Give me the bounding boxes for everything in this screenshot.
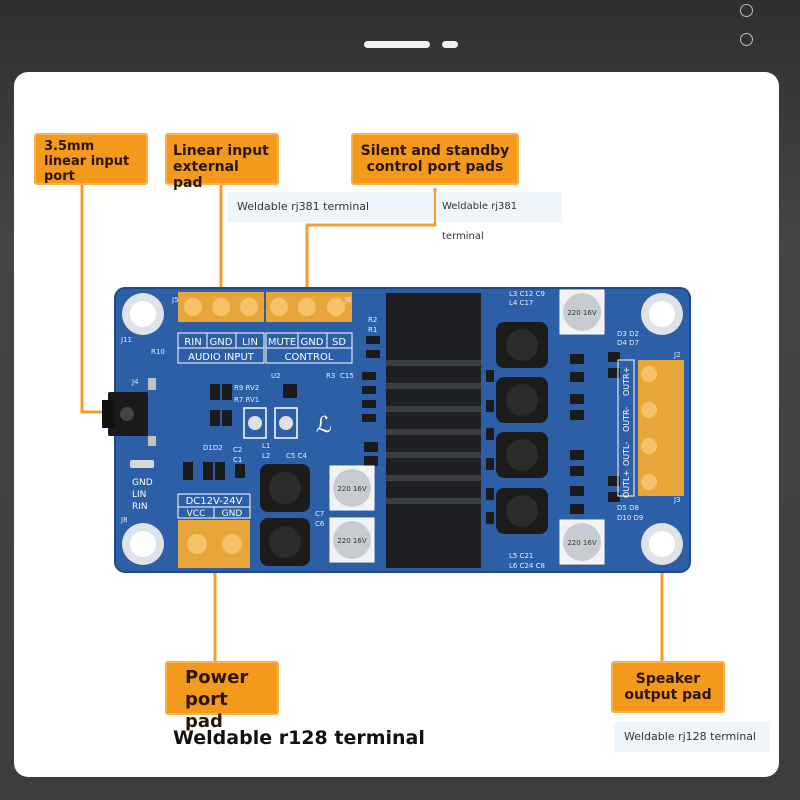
callout-control-pad: Silent and standby control port pads: [351, 133, 519, 185]
svg-text:D5 D8: D5 D8: [617, 504, 639, 512]
control-pads: [265, 292, 353, 364]
svg-text:L1: L1: [262, 442, 270, 450]
audio-input-title: AUDIO INPUT: [188, 352, 255, 363]
potentiometers: [243, 407, 298, 439]
power-pin-vcc: VCC: [187, 509, 206, 519]
svg-text:R1: R1: [368, 326, 377, 334]
window-handle-bar: [364, 41, 430, 48]
window-handle-dot: [442, 41, 458, 48]
svg-text:D10 D9: D10 D9: [617, 514, 643, 522]
indicator-dot-top: [740, 4, 753, 17]
pad-label-gnd-control: GND: [301, 337, 324, 348]
note-rj381-right: Weldable rj381 terminal: [436, 192, 562, 242]
svg-text:J3: J3: [673, 496, 681, 504]
pad-label-lin: LIN: [242, 337, 258, 348]
heatsink: [386, 293, 481, 568]
svg-text:R9 RV2: R9 RV2: [234, 384, 259, 392]
svg-text:C7: C7: [315, 510, 324, 518]
svg-text:GND: GND: [132, 478, 153, 488]
svg-text:J2: J2: [673, 351, 681, 359]
svg-text:D3 D2: D3 D2: [617, 330, 639, 338]
svg-text:C2: C2: [233, 446, 242, 454]
svg-text:R2: R2: [368, 316, 377, 324]
speaker-pin-outr-plus: OUTR+: [622, 367, 631, 396]
pad-label-sd: SD: [332, 337, 346, 348]
audio-input-pads: [177, 292, 265, 364]
pad-label-mute: MUTE: [268, 337, 296, 348]
svg-text:J6: J6: [344, 296, 352, 304]
callout-power-pad: Power port pad: [165, 661, 279, 732]
svg-text:220 16V: 220 16V: [337, 485, 366, 493]
svg-text:L3 C12 C9: L3 C12 C9: [509, 290, 545, 298]
svg-text:C15: C15: [340, 372, 354, 380]
callout-audio-jack: 3.5mm linear input port: [34, 133, 148, 185]
svg-text:LIN: LIN: [132, 490, 146, 500]
svg-text:J11: J11: [120, 336, 132, 344]
inductors: [260, 322, 548, 566]
board-logo: ℒ: [316, 413, 332, 438]
svg-text:C5 C4: C5 C4: [286, 452, 307, 460]
pad-label-rin: RIN: [184, 337, 201, 348]
svg-text:D4 D7: D4 D7: [617, 339, 639, 347]
svg-text:R7 RV1: R7 RV1: [234, 396, 259, 404]
svg-text:U2: U2: [271, 372, 281, 380]
svg-text:RIN: RIN: [132, 502, 148, 512]
svg-text:J4: J4: [131, 378, 139, 386]
leader-jack: [80, 185, 108, 414]
pad-label-gnd-audio: GND: [210, 337, 233, 348]
note-r128-speaker: Weldable rj128 terminal: [614, 722, 770, 752]
mounting-holes: [122, 293, 683, 565]
power-title: DC12V-24V: [186, 496, 243, 507]
svg-text:L5 C21: L5 C21: [509, 552, 533, 560]
note-rj381-left: Weldable rj381 terminal: [227, 192, 434, 222]
indicator-dot-bottom: [740, 33, 753, 46]
svg-text:D1D2: D1D2: [203, 444, 223, 452]
svg-text:220 16V: 220 16V: [337, 537, 366, 545]
svg-text:220 16V: 220 16V: [567, 539, 596, 547]
svg-text:C1: C1: [233, 456, 242, 464]
input-legend: GND LIN RIN: [132, 478, 153, 512]
speaker-pin-outl-minus: OUTL-: [622, 442, 631, 466]
svg-text:L4 C17: L4 C17: [509, 299, 533, 307]
control-title: CONTROL: [285, 352, 334, 363]
svg-text:R10: R10: [151, 348, 165, 356]
svg-text:220 16V: 220 16V: [567, 309, 596, 317]
svg-text:C6: C6: [315, 520, 325, 528]
capacitors: [329, 289, 605, 565]
svg-text:J8: J8: [120, 516, 128, 524]
svg-text:L2: L2: [262, 452, 270, 460]
power-pin-gnd: GND: [222, 509, 243, 519]
callout-speaker-pad: Speaker output pad: [611, 661, 725, 713]
svg-text:R3: R3: [326, 372, 335, 380]
svg-text:J5: J5: [171, 296, 179, 304]
speaker-pin-outl-plus: OUTL+: [622, 470, 631, 498]
speaker-pin-outr-minus: OUTR-: [622, 407, 631, 432]
note-r128-power: Weldable r128 terminal: [173, 727, 425, 749]
svg-text:L6 C24 C8: L6 C24 C8: [509, 562, 545, 570]
leader-control: [305, 188, 437, 300]
callout-linear-pad: Linear input external pad: [165, 133, 279, 191]
power-pads: [177, 493, 251, 568]
audio-jack: [102, 378, 156, 446]
speaker-pads: [617, 359, 684, 497]
